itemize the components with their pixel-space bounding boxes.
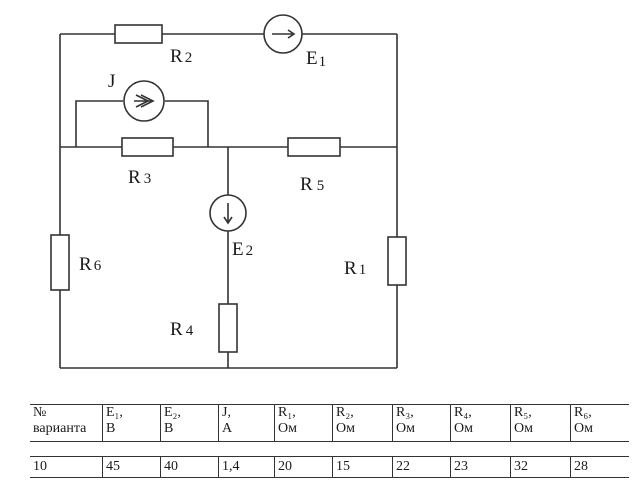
table-header-cell: R₄,Ом (450, 404, 511, 442)
arrow-right-icon (287, 29, 296, 39)
table-header-cell: R₃,Ом (392, 404, 451, 442)
table-cell: 10 (30, 456, 103, 478)
resistor-r3 (121, 137, 174, 157)
table-row: 10 45 40 1,4 20 15 22 23 32 28 (30, 456, 629, 478)
table-cell: 28 (570, 456, 629, 478)
current-source-j (123, 80, 165, 122)
table-header-cell: E₁,B (102, 404, 161, 442)
table-header-cell: R₅,Ом (510, 404, 571, 442)
label-e1: E1 (306, 48, 326, 70)
table-header-cell: R₂,Ом (332, 404, 393, 442)
table-cell: 1,4 (218, 456, 275, 478)
table-header-cell: J,A (218, 404, 275, 442)
table-cell: 45 (102, 456, 161, 478)
table-cell: 22 (392, 456, 451, 478)
table-cell: 15 (332, 456, 393, 478)
table-cell: 32 (510, 456, 571, 478)
table-spacer-row (30, 442, 629, 457)
table-header-cell: R₆,Ом (570, 404, 629, 442)
table-cell: 40 (160, 456, 219, 478)
table-cell: 23 (450, 456, 511, 478)
wire-j-branch (165, 100, 209, 147)
voltage-source-e2 (209, 194, 247, 232)
resistor-r2 (114, 24, 163, 44)
resistor-r5 (287, 137, 341, 157)
resistor-r4 (218, 303, 238, 353)
table-header-cell: E₂,B (160, 404, 219, 442)
label-j: J (108, 71, 115, 92)
resistor-r1 (387, 236, 407, 286)
wire-j-branch (75, 100, 123, 147)
arrow-down-icon (223, 216, 233, 225)
voltage-source-e1 (263, 14, 303, 54)
resistor-r6 (50, 234, 70, 291)
table-header-cell: R₁,Ом (274, 404, 333, 442)
table-cell: 20 (274, 456, 333, 478)
